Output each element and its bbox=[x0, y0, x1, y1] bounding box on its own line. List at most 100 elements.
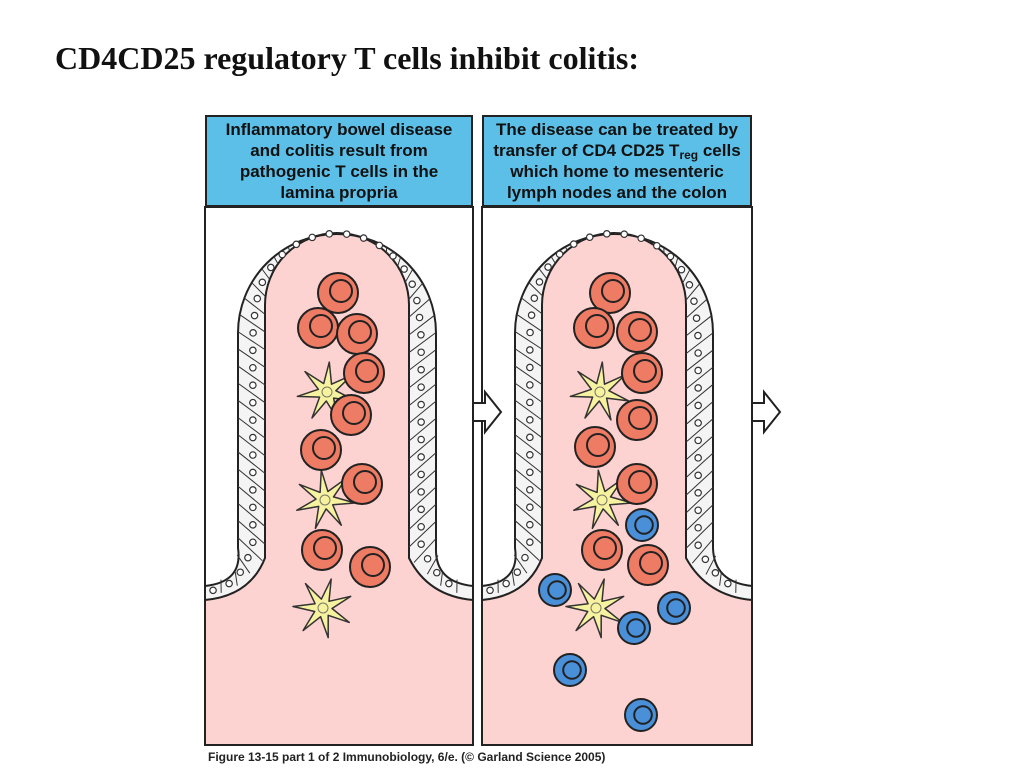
panel-right-epithelial-nucleus bbox=[694, 366, 702, 375]
panel-left-line-2: and colitis result from bbox=[250, 141, 428, 160]
panel-left-epithelial-divider bbox=[237, 520, 266, 545]
panel-left-epithelial-divider bbox=[408, 486, 437, 513]
panel-left-epithelial-divider bbox=[239, 314, 266, 333]
dendritic-nucleus bbox=[317, 602, 329, 614]
panel-left-epithelial-nucleus bbox=[267, 263, 275, 272]
panel-left-epithelial-nucleus bbox=[417, 435, 425, 444]
panel-left-epithelial-nucleus bbox=[408, 280, 417, 288]
panel-right-epithelial-nucleus bbox=[526, 346, 534, 354]
panel-left-epithelial-nucleus bbox=[249, 346, 257, 355]
panel-right-epithelial-divider bbox=[514, 331, 543, 350]
panel-right-epithelial-divider bbox=[674, 257, 679, 268]
panel-right-line-4: lymph nodes and the colon bbox=[506, 183, 728, 202]
panel-right-epithelial-divider bbox=[685, 452, 714, 478]
panel-left-epithelial-divider bbox=[236, 554, 251, 574]
panel-left-epithelial-nucleus bbox=[292, 240, 301, 249]
yellow-dendritic-cell-icon bbox=[292, 578, 352, 639]
panel-left-epithelial-divider bbox=[261, 268, 271, 280]
panel-right-epithelial-nucleus bbox=[526, 485, 534, 494]
panel-left-epithelial-divider bbox=[251, 282, 266, 297]
panel-left-epithelial-divider bbox=[408, 315, 435, 336]
panel-right-epithelial-nucleus bbox=[637, 234, 645, 243]
panel-right-epithelial-nucleus bbox=[694, 489, 702, 497]
panel-right-epithelial-nucleus bbox=[526, 468, 534, 477]
red-t-cell-nucleus bbox=[601, 279, 625, 303]
panel-left-epithelial-nucleus bbox=[258, 278, 267, 287]
panel-right-epithelial-divider bbox=[685, 504, 714, 532]
panel-right-epithelial-nucleus bbox=[694, 454, 702, 462]
panel-right-epithelial-divider bbox=[685, 349, 714, 372]
yellow-dendritic-cell-icon bbox=[565, 578, 625, 639]
panel-right-epithelial-nucleus bbox=[527, 311, 536, 319]
panel-right-epithelial-nucleus bbox=[620, 230, 629, 238]
panel-right-epithelial-nucleus bbox=[694, 523, 702, 532]
panel-right-epithelial-divider bbox=[705, 555, 717, 575]
panel-left-epithelial-nucleus bbox=[249, 486, 257, 494]
panel-left-epithelial-divider bbox=[287, 246, 291, 251]
panel-right-epithelial-nucleus bbox=[694, 506, 702, 515]
panel-right-epithelial-nucleus bbox=[602, 230, 611, 238]
panel-left-epithelial-divider bbox=[408, 349, 437, 371]
panel-left-epithelial-divider bbox=[237, 348, 266, 368]
panel-left-epithelial-nucleus bbox=[249, 538, 257, 547]
red-t-cell-nucleus bbox=[353, 470, 377, 494]
panel-left-epithelial-nucleus bbox=[250, 311, 259, 320]
panel-right-epithelial-nucleus bbox=[526, 328, 534, 337]
panel-left-epithelial-nucleus bbox=[417, 470, 425, 479]
panel-right-epithelial-divider bbox=[521, 297, 543, 315]
panel-right-epithelial-nucleus bbox=[526, 363, 534, 372]
red-t-cell-nucleus bbox=[329, 279, 353, 303]
panel-left-epithelial-divider bbox=[237, 503, 266, 527]
panel-right-line-2-suffix: cells bbox=[698, 141, 741, 160]
panel-right-epithelial-divider bbox=[516, 314, 543, 332]
panel-left-epithelial-divider bbox=[440, 571, 443, 586]
panel-left-epithelial-nucleus bbox=[325, 230, 334, 238]
panel-left-epithelial-nucleus bbox=[249, 381, 257, 390]
red-t-cell-nucleus bbox=[355, 359, 379, 383]
panel-left-epithelial-divider bbox=[337, 232, 339, 235]
panel-left-epithelial-nucleus bbox=[417, 540, 425, 549]
panel-left-epithelial-nucleus bbox=[249, 451, 257, 459]
panel-right-epithelial-divider bbox=[580, 239, 583, 241]
panel-right-epithelial-divider bbox=[614, 232, 617, 235]
panel-right-epithelial-divider bbox=[719, 571, 722, 586]
panel-left-epithelial-nucleus bbox=[359, 234, 368, 242]
panel-left-epithelial-divider bbox=[370, 239, 373, 243]
panel-right-epithelial-nucleus bbox=[694, 471, 702, 480]
blue-treg-cell-nucleus bbox=[626, 618, 646, 638]
panel-left-epithelial-nucleus bbox=[417, 330, 425, 339]
panel-left-line-4: lamina propria bbox=[280, 183, 398, 202]
slide-title: CD4CD25 regulatory T cells inhibit colit… bbox=[55, 40, 639, 76]
panel-right-epithelial-divider bbox=[597, 234, 599, 236]
panel-right-epithelial-nucleus bbox=[526, 416, 534, 424]
red-t-cell-nucleus bbox=[348, 320, 372, 344]
panel-right-epithelial-divider bbox=[528, 282, 543, 297]
panel-right-epithelial-divider bbox=[514, 434, 543, 456]
panel-left-epithelial-nucleus bbox=[389, 252, 397, 260]
panel-right-epithelial-nucleus bbox=[530, 294, 539, 303]
panel-right-line-2: transfer of CD4 CD25 Treg cells bbox=[484, 140, 750, 161]
panel-right-epithelial-divider bbox=[685, 298, 708, 319]
panel-left-epithelial-divider bbox=[237, 451, 266, 474]
panel-left-epithelial-nucleus bbox=[249, 363, 257, 372]
arrows bbox=[472, 389, 782, 435]
panel-left-epithelial-nucleus bbox=[433, 568, 441, 577]
panel-left-epithelial-divider bbox=[408, 417, 437, 442]
panel-right-epithelial-nucleus bbox=[513, 568, 522, 577]
panel-left-epithelial-divider bbox=[237, 400, 266, 421]
panel-right-epithelial-divider bbox=[682, 269, 691, 284]
panel-left-epithelial-divider bbox=[408, 469, 437, 495]
red-t-cell-nucleus bbox=[633, 359, 657, 383]
panel-right-epithelial-nucleus bbox=[694, 401, 702, 410]
panel-left-epithelial-divider bbox=[408, 282, 423, 300]
panel-left-epithelial-nucleus bbox=[308, 233, 317, 242]
red-t-cell-nucleus bbox=[313, 536, 337, 560]
dendritic-nucleus bbox=[594, 386, 606, 398]
red-t-cell-nucleus bbox=[628, 470, 652, 494]
panel-left-epithelial-nucleus bbox=[417, 365, 425, 374]
panel-right-epithelial-nucleus bbox=[526, 503, 534, 512]
panel-right-epithelial-nucleus bbox=[694, 349, 702, 357]
panel-right-epithelial-nucleus bbox=[585, 233, 594, 242]
panel-right-epithelial-divider bbox=[685, 332, 714, 354]
